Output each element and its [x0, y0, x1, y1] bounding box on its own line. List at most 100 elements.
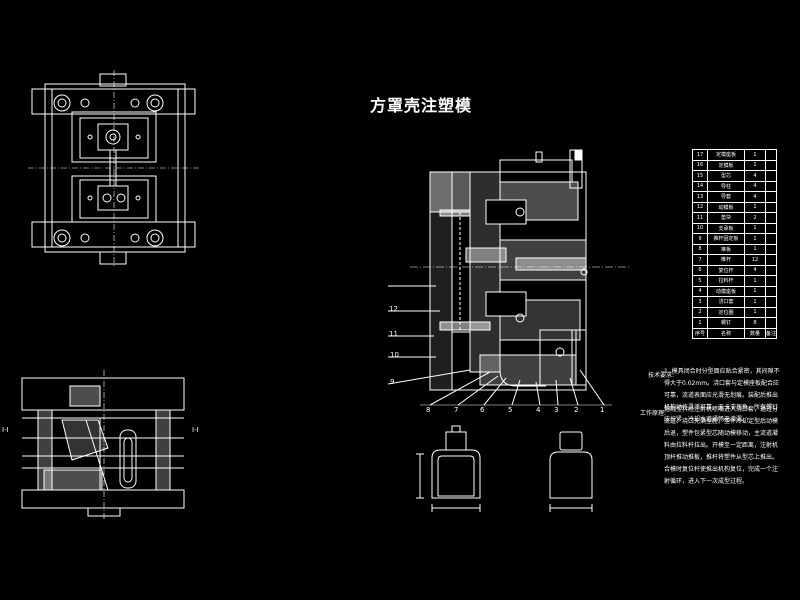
bom-cell: 16: [692, 159, 708, 171]
bom-cell: [764, 180, 778, 192]
bom-cell: [764, 254, 778, 266]
bom-cell: 导套: [707, 191, 745, 203]
bom-cell: 15: [692, 170, 708, 182]
bom-cell: 2: [744, 212, 766, 224]
bom-cell: [764, 285, 778, 297]
bom-cell: 1: [744, 159, 766, 171]
bom-cell: 定模板: [707, 159, 745, 171]
tech-req-label: 技术要求:: [648, 372, 675, 379]
bom-cell: 13: [692, 191, 708, 203]
part-views: [416, 425, 593, 512]
bom-cell: 1: [744, 149, 766, 161]
bom-cell: 4: [744, 180, 766, 192]
main-section: [387, 149, 630, 406]
bom-cell: [764, 306, 778, 318]
bom-cell: [764, 212, 778, 224]
part-number: 4: [536, 406, 541, 414]
section-label: I-I: [192, 426, 199, 434]
bom-cell: 推杆: [707, 254, 745, 266]
bom-cell: 17: [692, 149, 708, 161]
bom-cell: 11: [692, 212, 708, 224]
bom-cell: 8: [692, 243, 708, 255]
part-number: 6: [480, 406, 485, 414]
bom-cell: 6: [692, 264, 708, 276]
bom-cell: 14: [692, 180, 708, 192]
bom-cell: 9: [692, 233, 708, 245]
bom-cell: 复位杆: [707, 264, 745, 276]
bom-cell: 1: [744, 285, 766, 297]
bom-cell: 备注: [764, 327, 778, 339]
work-principle-text: 熔融塑料经注射机喷嘴进入浇口套，通过分流道、浇口充满型腔。塑件冷却定型后动模后退…: [664, 406, 779, 485]
section-label: I-I: [2, 426, 9, 434]
bom-cell: 1: [692, 317, 708, 329]
bom-cell: 12: [692, 201, 708, 213]
side-view: [21, 370, 185, 520]
bom-cell: 1: [744, 233, 766, 245]
bom-cell: [764, 201, 778, 213]
work-principle-label: 工作原理:: [640, 410, 667, 417]
bom-cell: 4: [744, 264, 766, 276]
bom-cell: 2: [692, 306, 708, 318]
bom-cell: 导柱: [707, 180, 745, 192]
bom-cell: 垫块: [707, 212, 745, 224]
bom-cell: 拉料杆: [707, 275, 745, 287]
bom-cell: 1: [744, 306, 766, 318]
bom-cell: [764, 233, 778, 245]
part-number: 8: [426, 406, 431, 414]
bom-cell: 支承板: [707, 222, 745, 234]
bom-cell: 螺钉: [707, 317, 745, 329]
part-number: 11: [389, 330, 398, 338]
bom-cell: [764, 275, 778, 287]
part-number: 3: [554, 406, 559, 414]
bom-cell: 4: [744, 191, 766, 203]
bom-cell: 4: [744, 170, 766, 182]
bom-cell: 推板: [707, 243, 745, 255]
bom-cell: 型芯: [707, 170, 745, 182]
part-number: 9: [390, 378, 395, 386]
plan-view: [28, 70, 200, 268]
bom-cell: [764, 159, 778, 171]
bom-cell: 动模座板: [707, 285, 745, 297]
bom-cell: 1: [744, 201, 766, 213]
bom-cell: 名称: [707, 327, 745, 339]
part-number: 1: [600, 406, 605, 414]
bom-cell: [764, 191, 778, 203]
bom-cell: [764, 264, 778, 276]
bom-cell: 12: [744, 254, 766, 266]
bom-cell: 1: [744, 222, 766, 234]
part-number: 5: [508, 406, 513, 414]
bom-cell: 3: [692, 296, 708, 308]
bom-cell: 动模板: [707, 201, 745, 213]
bom-cell: [764, 296, 778, 308]
bom-cell: 浇口套: [707, 296, 745, 308]
bom-cell: 数量: [744, 327, 766, 339]
drawing-title: 方罩壳注塑模: [370, 96, 473, 115]
part-number: 2: [574, 406, 579, 414]
bom-cell: [764, 170, 778, 182]
bom-cell: [764, 243, 778, 255]
bom-cell: 10: [692, 222, 708, 234]
bom-cell: 1: [744, 243, 766, 255]
bom-cell: 5: [692, 275, 708, 287]
bom-cell: 1: [744, 296, 766, 308]
bom-cell: [764, 222, 778, 234]
bom-cell: 4: [692, 285, 708, 297]
bom-cell: 8: [744, 317, 766, 329]
bom-cell: 定模座板: [707, 149, 745, 161]
